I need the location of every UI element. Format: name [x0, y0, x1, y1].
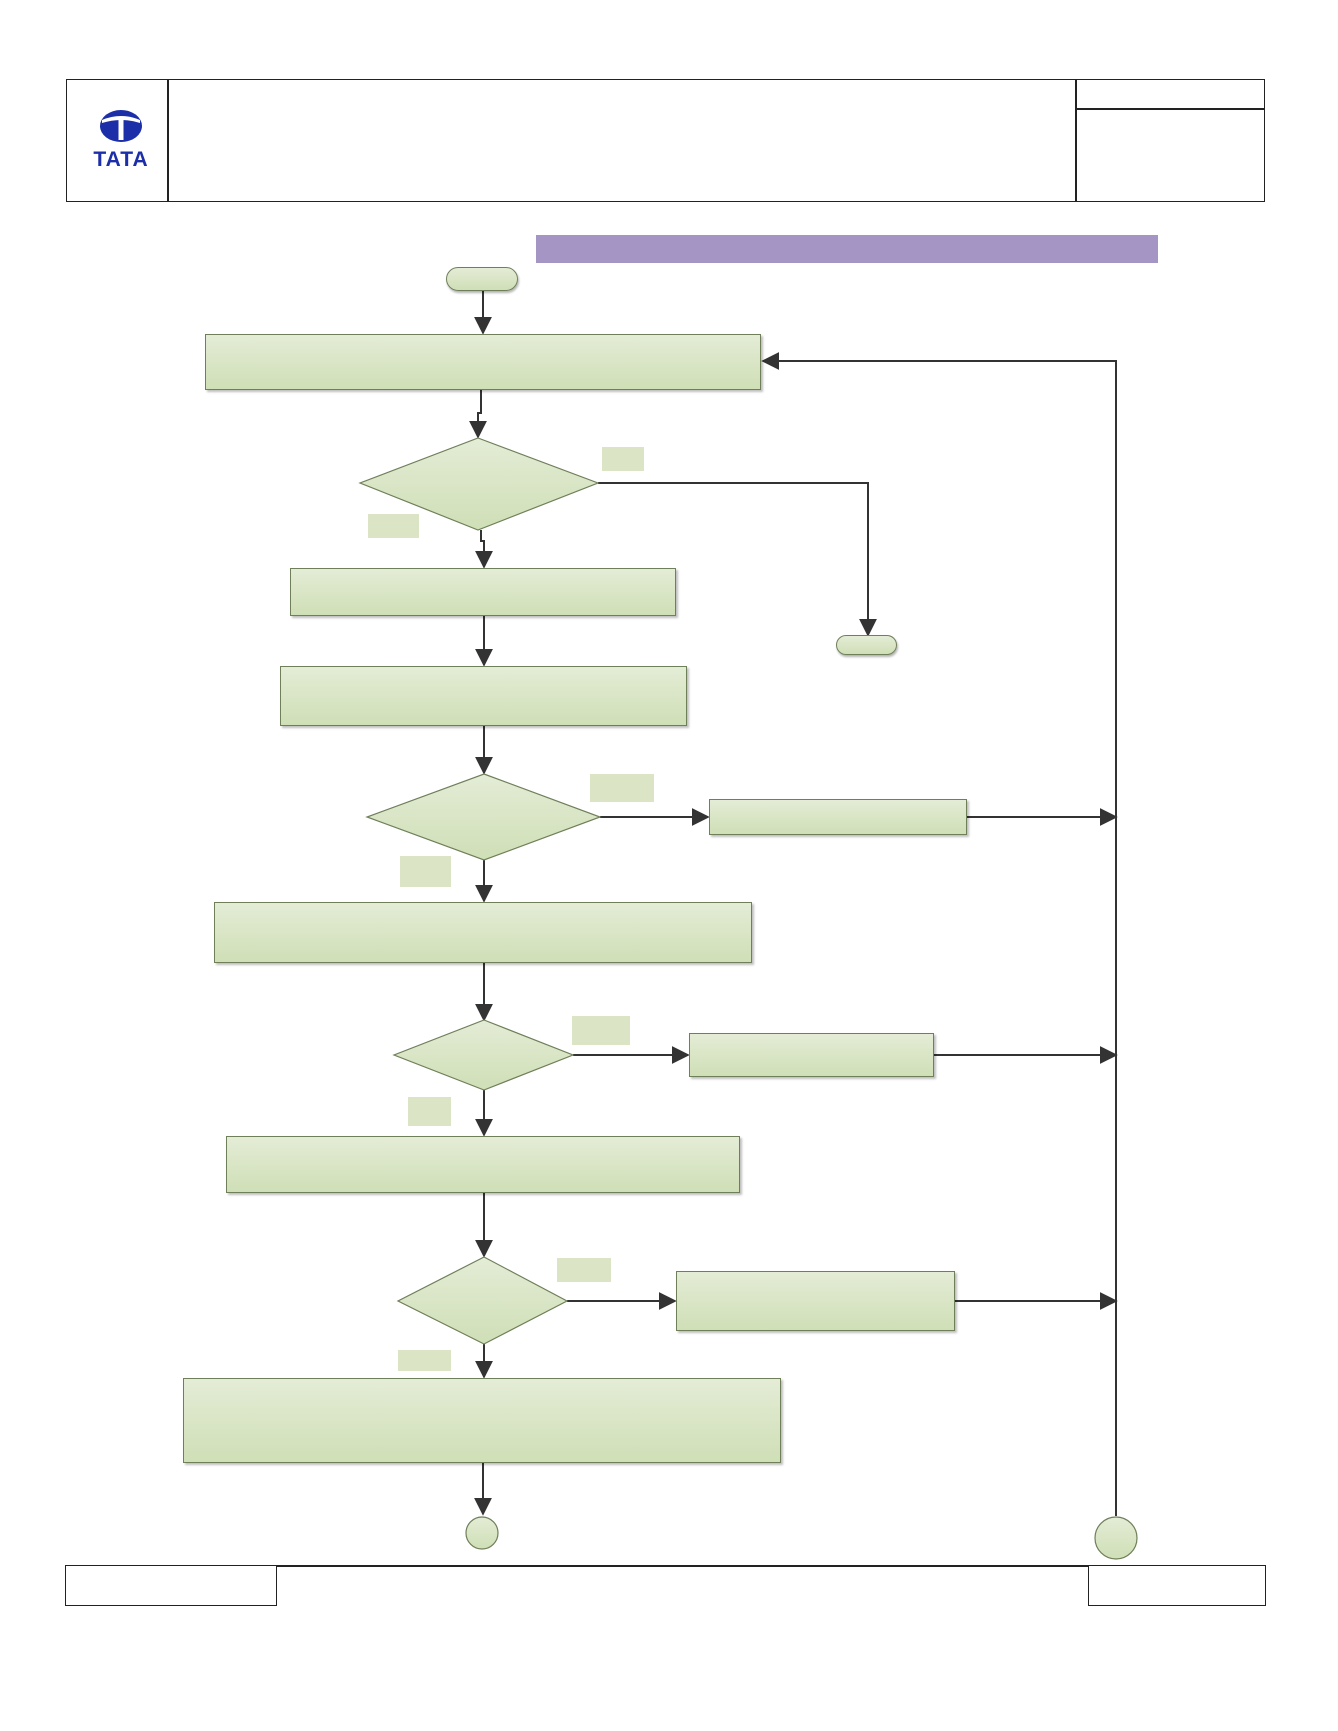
arrow-step1-to-decision1 [469, 390, 487, 439]
side-box-2 [689, 1033, 934, 1077]
decision-1-text [400, 460, 560, 506]
decision-3-shape [392, 1019, 575, 1091]
decision-4-yes-tag [557, 1258, 611, 1282]
decision-4-no-tag [398, 1350, 451, 1371]
connector-a-shape [465, 1516, 499, 1550]
decision-3-yes-tag [572, 1016, 630, 1045]
side-box-1 [709, 799, 967, 835]
decision-4-text [428, 1280, 540, 1322]
step-2-box [290, 568, 676, 616]
arrow-decision1-no-to-step2 [475, 530, 493, 569]
decision-2-shape [365, 773, 602, 861]
tata-logo-icon [100, 110, 142, 142]
decision-2-no-tag [400, 856, 451, 887]
section-banner [536, 235, 1158, 263]
start-terminator [446, 267, 518, 291]
header-right-row-divider [1075, 108, 1265, 110]
step-1-box [205, 334, 761, 390]
decision-2-text [405, 795, 563, 839]
footer-right-cell [1088, 1565, 1266, 1606]
step-3-box [280, 666, 687, 726]
decision-1-shape [358, 437, 600, 531]
side-box-3 [676, 1271, 955, 1331]
end-terminator [836, 635, 897, 655]
step-5-box [226, 1136, 740, 1193]
footer-left-cell [65, 1565, 277, 1606]
connector-a-label [466, 1517, 498, 1549]
step-6-box [183, 1378, 781, 1463]
step-4-box [214, 902, 752, 963]
tata-logo: TATA [86, 108, 156, 172]
connector-b-shape [1094, 1516, 1138, 1560]
footer-line [277, 1565, 1089, 1567]
arrow-loop-back-to-step1 [761, 352, 1117, 1516]
header-frame [66, 79, 1265, 202]
logo-wordmark: TATA [93, 148, 149, 171]
decision-1-yes-tag [602, 447, 644, 471]
decision-4-shape [396, 1256, 569, 1345]
decision-3-no-tag [408, 1097, 451, 1126]
header-logo-divider [167, 79, 169, 202]
arrow-decision1-yes-to-end [598, 482, 877, 637]
connector-b-label [1095, 1517, 1137, 1559]
decision-1-no-tag [368, 514, 419, 538]
decision-2-yes-tag [590, 774, 654, 802]
header-right-divider [1075, 79, 1077, 202]
decision-3-text [425, 1038, 543, 1072]
